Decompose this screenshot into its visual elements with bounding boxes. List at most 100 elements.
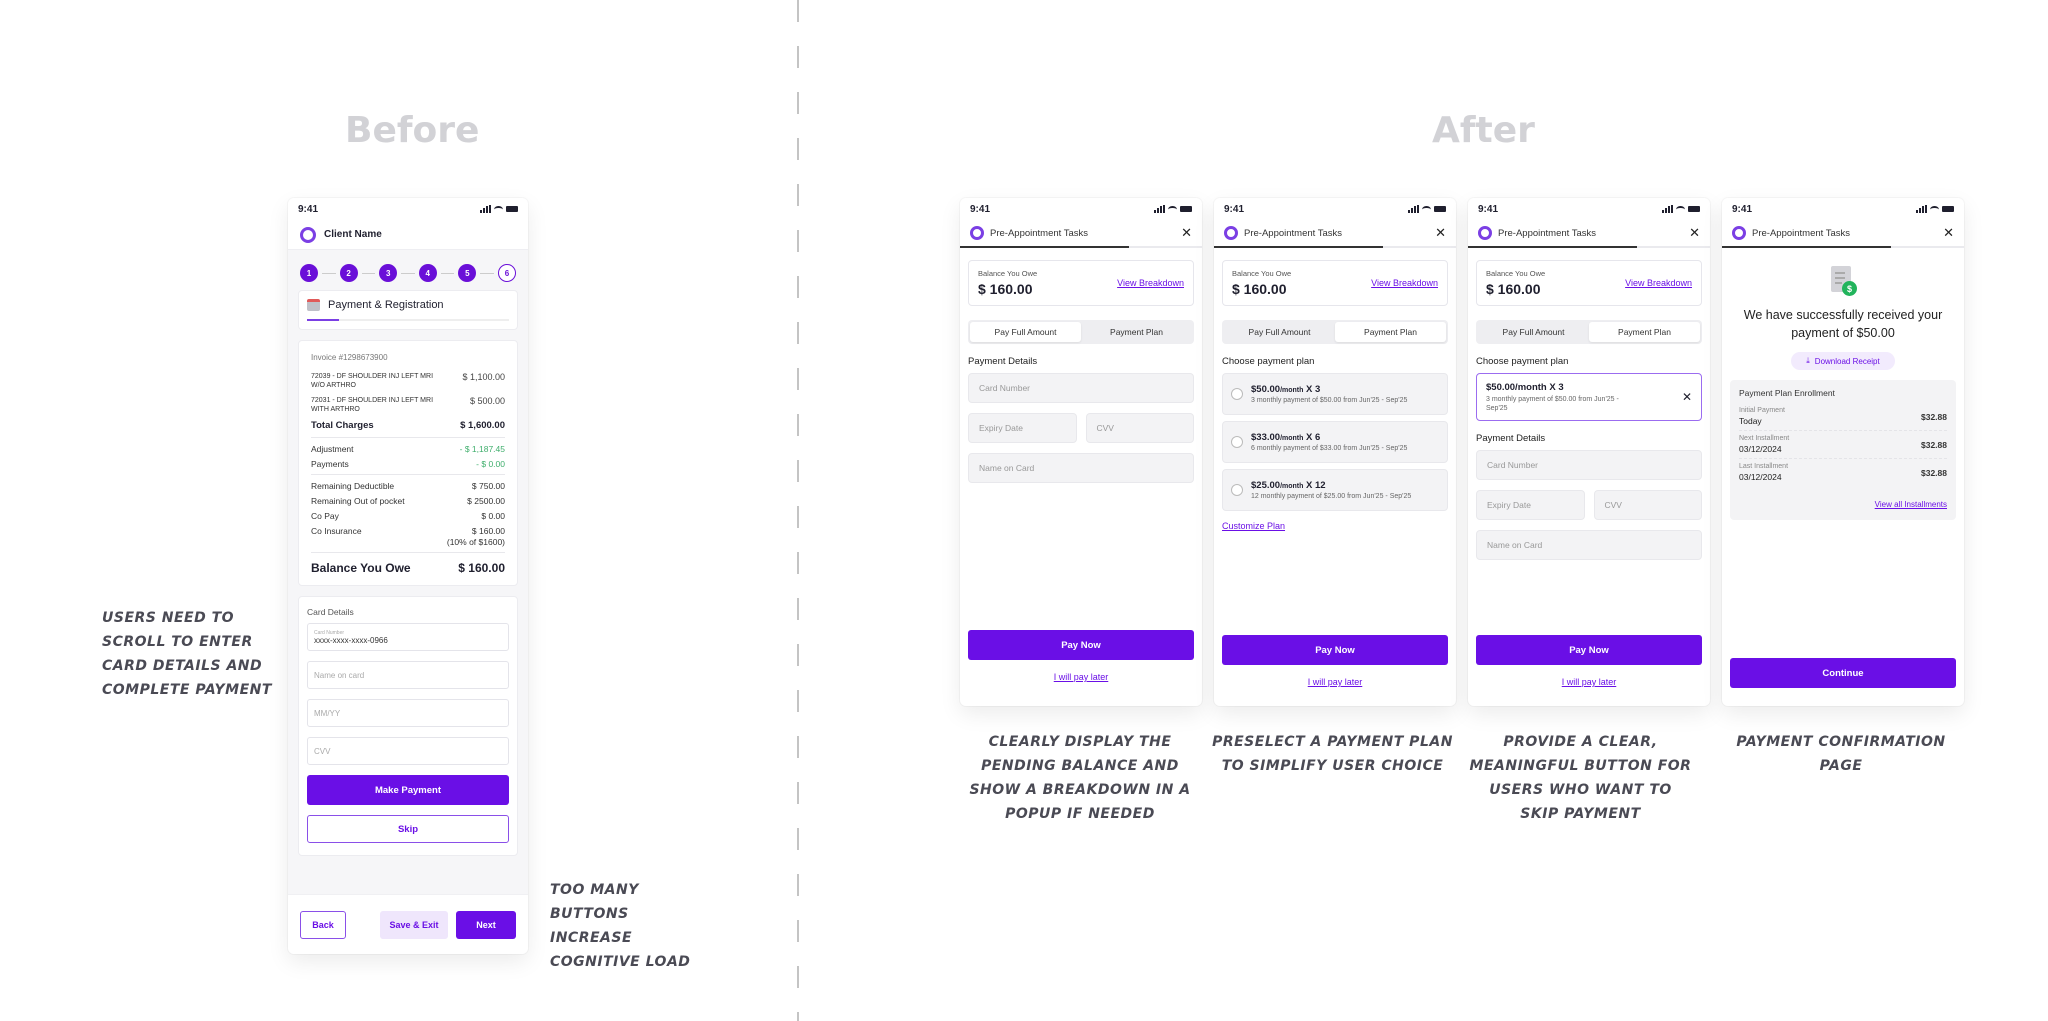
customize-plan-link[interactable]: Customize Plan xyxy=(1222,521,1286,531)
section-card: Payment & Registration xyxy=(298,290,518,330)
card-number-input[interactable]: Card Number xyxy=(1476,450,1702,480)
close-icon[interactable]: ✕ xyxy=(1181,225,1192,240)
client-header: Client Name xyxy=(288,220,528,250)
signal-icon xyxy=(1916,205,1927,213)
name-on-card-input[interactable]: Name on Card xyxy=(1476,530,1702,560)
close-icon[interactable]: ✕ xyxy=(1689,225,1700,240)
pay-now-button[interactable]: Pay Now xyxy=(1476,635,1702,665)
expiry-input[interactable]: Expiry Date xyxy=(1476,490,1585,520)
save-exit-button[interactable]: Save & Exit xyxy=(380,910,448,939)
pay-later-link[interactable]: I will pay later xyxy=(1053,672,1109,682)
balance-amount: $ 160.00 xyxy=(1232,281,1287,297)
logo-ring-icon xyxy=(970,226,984,240)
note-buttons: Too many buttons increase cognitive load xyxy=(550,882,691,970)
stepper: 1 2 3 4 5 6 xyxy=(298,258,518,288)
invoice-item: 72031 - DF SHOULDER INJ LEFT MRI WITH AR… xyxy=(311,396,505,413)
deductible-row: Remaining Deductible$ 750.00 xyxy=(311,481,505,491)
radio-button[interactable] xyxy=(1231,484,1243,496)
step-6[interactable]: 6 xyxy=(497,264,516,282)
name-on-card-input[interactable]: Name on card xyxy=(307,661,509,689)
pay-now-button[interactable]: Pay Now xyxy=(968,630,1194,660)
after-phone-4: 9:41 Pre-Appointment Tasks ✕ $ We have su… xyxy=(1722,198,1964,706)
signal-icon xyxy=(480,205,491,213)
tab-payment-plan[interactable]: Payment Plan xyxy=(1589,322,1700,342)
cvv-input[interactable]: CVV xyxy=(307,737,509,765)
receipt-dollar-icon: $ xyxy=(1829,266,1857,296)
logo-ring-icon xyxy=(1732,226,1746,240)
tab-payment-plan[interactable]: Payment Plan xyxy=(1335,322,1446,342)
status-time: 9:41 xyxy=(1732,203,1753,215)
step-1[interactable]: 1 xyxy=(300,264,318,282)
pay-now-button[interactable]: Pay Now xyxy=(1222,635,1448,665)
section-title: Payment & Registration xyxy=(328,299,444,311)
balance-card: Balance You Owe$ 160.00 View Breakdown xyxy=(1476,260,1702,306)
section-progress xyxy=(307,319,509,321)
logo-ring-icon xyxy=(300,226,316,243)
download-receipt-button[interactable]: ⤓Download Receipt xyxy=(1791,352,1895,370)
name-on-card-input[interactable]: Name on Card xyxy=(968,453,1194,483)
pay-later-link[interactable]: I will pay later xyxy=(1561,677,1617,687)
close-icon[interactable]: ✕ xyxy=(1943,225,1954,240)
cvv-input[interactable]: CVV xyxy=(1085,413,1194,443)
remove-plan-close-icon[interactable]: ✕ xyxy=(1681,390,1692,404)
signal-icon xyxy=(1662,205,1673,213)
before-phone: 9:41 Client Name 1 2 3 4 5 6 Payment & R… xyxy=(288,198,528,954)
step-4[interactable]: 4 xyxy=(418,264,437,282)
invoice-number: Invoice #1298673900 xyxy=(311,353,388,362)
wifi-icon xyxy=(1168,205,1177,213)
view-breakdown-link[interactable]: View Breakdown xyxy=(1371,278,1438,288)
step-5[interactable]: 5 xyxy=(458,264,477,282)
note-after-4: Payment confirmation page xyxy=(1736,734,1946,774)
balance-card: Balance You Owe$ 160.00 View Breakdown xyxy=(968,260,1194,306)
next-button[interactable]: Next xyxy=(456,910,516,939)
expiry-input[interactable]: MM/YY xyxy=(307,699,509,727)
view-breakdown-link[interactable]: View Breakdown xyxy=(1625,278,1692,288)
section-divider xyxy=(797,0,799,1021)
wifi-icon xyxy=(1422,205,1431,213)
calendar-icon xyxy=(307,299,320,311)
balance-amount: $ 160.00 xyxy=(978,281,1033,297)
signal-icon xyxy=(1408,205,1419,213)
wifi-icon xyxy=(494,205,503,213)
wifi-icon xyxy=(1676,205,1685,213)
oop-row: Remaining Out of pocket$ 2500.00 xyxy=(311,496,505,506)
invoice-item: 72039 - DF SHOULDER INJ LEFT MRI W/O ART… xyxy=(311,372,505,389)
cvv-input[interactable]: CVV xyxy=(1593,490,1702,520)
note-after-2: Preselect a payment plan to simplify use… xyxy=(1212,734,1453,774)
tab-pay-full[interactable]: Pay Full Amount xyxy=(970,322,1081,342)
balance-row: Balance You Owe$ 160.00 xyxy=(311,552,505,575)
expiry-input[interactable]: Expiry Date xyxy=(968,413,1077,443)
step-2[interactable]: 2 xyxy=(339,264,358,282)
after-phone-1: 9:41 Pre-Appointment Tasks✕ Balance You … xyxy=(960,198,1202,706)
make-payment-button[interactable]: Make Payment xyxy=(307,775,509,805)
logo-ring-icon xyxy=(1224,226,1238,240)
tab-payment-plan[interactable]: Payment Plan xyxy=(1110,327,1163,337)
tab-pay-full[interactable]: Pay Full Amount xyxy=(1248,327,1311,337)
continue-button[interactable]: Continue xyxy=(1730,658,1956,688)
copay-row: Co Pay$ 0.00 xyxy=(311,511,505,521)
back-button[interactable]: Back xyxy=(300,910,346,939)
tab-pay-full[interactable]: Pay Full Amount xyxy=(1502,327,1565,337)
header-title: Pre-Appointment Tasks xyxy=(1752,227,1851,239)
radio-button[interactable] xyxy=(1231,388,1243,400)
step-3[interactable]: 3 xyxy=(379,264,398,282)
view-all-installments-link[interactable]: View all Installments xyxy=(1874,500,1947,509)
card-number-input[interactable]: Card Number xyxy=(968,373,1194,403)
invoice-card: Invoice #1298673900 72039 - DF SHOULDER … xyxy=(298,340,518,586)
wifi-icon xyxy=(1930,205,1939,213)
client-name: Client Name xyxy=(324,229,382,240)
pay-later-link[interactable]: I will pay later xyxy=(1307,677,1363,687)
close-icon[interactable]: ✕ xyxy=(1435,225,1446,240)
view-breakdown-link[interactable]: View Breakdown xyxy=(1117,278,1184,288)
logo-ring-icon xyxy=(1478,226,1492,240)
radio-button[interactable] xyxy=(1231,436,1243,448)
balance-card: Balance You Owe$ 160.00 View Breakdown xyxy=(1222,260,1448,306)
skip-button[interactable]: Skip xyxy=(307,815,509,843)
confirmation-message: We have successfully received your payme… xyxy=(1743,308,1943,340)
